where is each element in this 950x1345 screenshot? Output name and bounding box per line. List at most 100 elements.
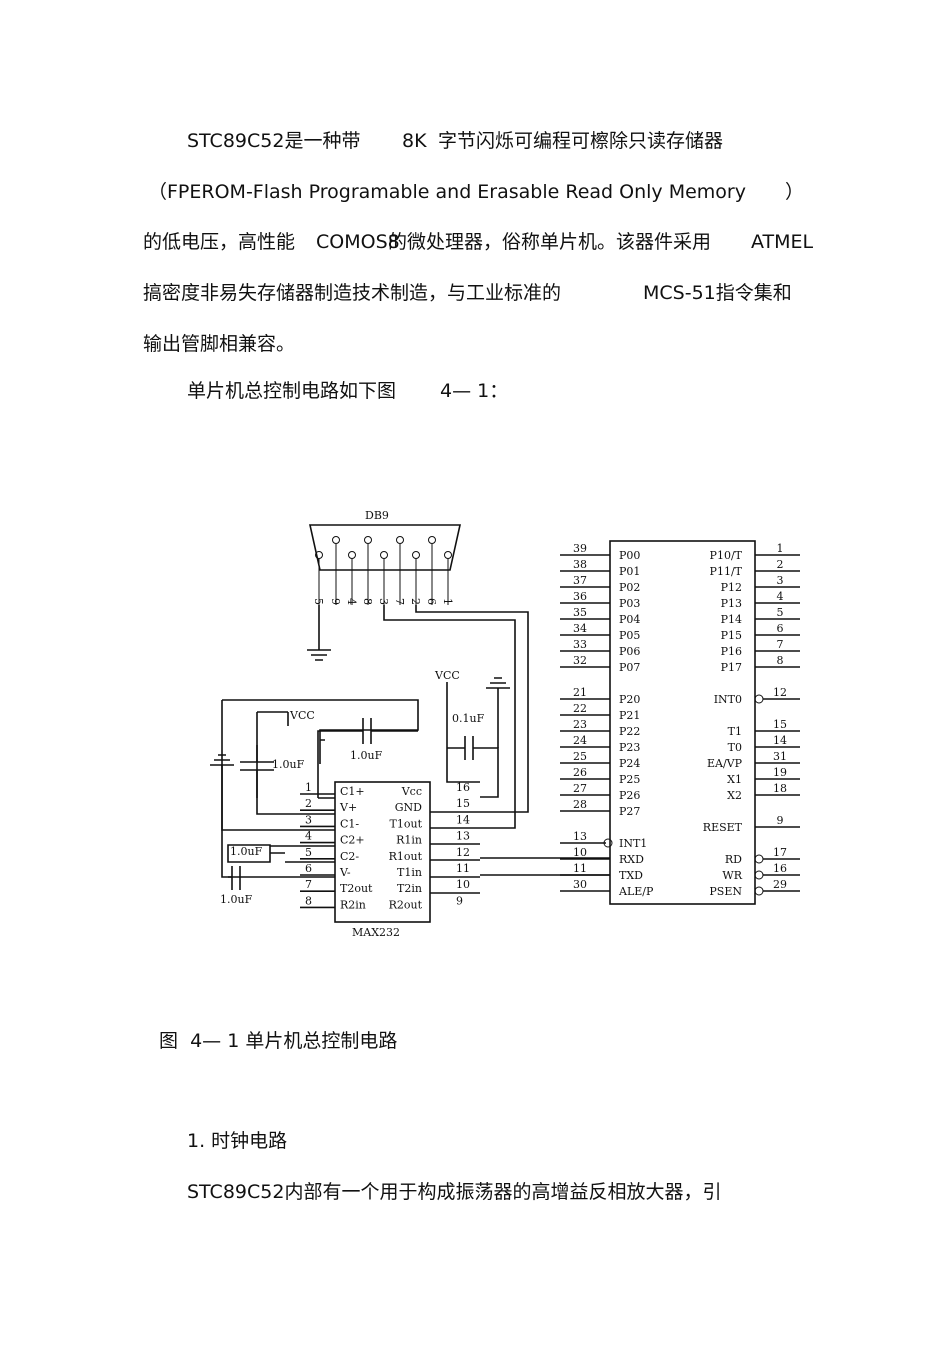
intro-line-4a: 搞密度非易失存储器制造技术制造，与工业标准的 xyxy=(143,282,562,304)
inverting-bubble xyxy=(754,694,764,704)
mcu-port2-pin-number: 25 xyxy=(573,750,587,763)
max232-right-pin-number: 15 xyxy=(456,797,470,810)
intro-line-2b: ） xyxy=(785,181,805,203)
mcu-port3-pin-label: ALE/P xyxy=(618,885,654,898)
max232-left-pin-number: 2 xyxy=(305,797,312,810)
intro-line-3b: COMOS8 xyxy=(316,231,400,253)
intro-line-6a: 单片机总控制电路如下图 xyxy=(187,380,397,402)
mcu-port1-pin-number: 2 xyxy=(777,558,784,571)
mcu-port1-pin-number: 5 xyxy=(777,606,784,619)
mcu-port2-pin-number: 27 xyxy=(573,782,587,795)
mcu-port1-pin-number: 3 xyxy=(777,574,784,587)
max232-right-pin-label: T1in xyxy=(397,866,422,879)
mcu-control-pin-number: 14 xyxy=(773,734,787,747)
mcu-pins: P0039P0138P0237P0336P0435P0534P0633P0732… xyxy=(560,542,800,898)
mcu-port0-pin-label: P06 xyxy=(619,645,640,658)
cap-1uf-c-label: 1.0uF xyxy=(230,845,263,858)
ground-icon xyxy=(307,649,331,661)
db9-pin-number: 2 xyxy=(409,598,422,605)
max232-left-pin-label: V- xyxy=(339,866,351,879)
mcu-port1-pin-number: 7 xyxy=(777,638,784,651)
mcu-port3-pin-number: 11 xyxy=(573,862,587,875)
capacitor-0-1uf xyxy=(447,736,499,798)
mcu-port1-pin-number: 4 xyxy=(777,590,784,603)
max232-left-pin-label: C1- xyxy=(340,817,359,830)
mcu-control-pin-number: 31 xyxy=(773,750,787,763)
mcu-port1-pin-label: P14 xyxy=(721,613,742,626)
max232-right-pin-number: 14 xyxy=(456,813,470,826)
intro-line-6b: 4— 1： xyxy=(440,380,509,402)
mcu-port0-pin-number: 33 xyxy=(573,638,587,651)
mcu-port3-pin-label: RXD xyxy=(619,853,644,866)
db9-pin-number: 1 xyxy=(441,598,454,605)
mcu-port0-pin-label: P07 xyxy=(619,661,640,674)
db9-pin-number: 9 xyxy=(329,598,342,605)
inverting-bubble xyxy=(603,838,613,848)
mcu-port2-pin-label: P22 xyxy=(619,725,640,738)
db9-shell xyxy=(309,524,461,571)
mcu-bus-pin-label: RD xyxy=(725,853,742,866)
mcu-port0-pin-label: P05 xyxy=(619,629,640,642)
mcu-port1-pin-label: P15 xyxy=(721,629,742,642)
mcu-port0-pin-number: 37 xyxy=(573,574,587,587)
mcu-port3-pin-label: INT1 xyxy=(619,837,647,850)
intro-line-4b: MCS-51指令集和 xyxy=(643,282,792,304)
max232-right-pin-label: R1out xyxy=(389,850,423,863)
mcu-port1-pin-number: 8 xyxy=(777,654,784,667)
mcu-port0-pin-number: 39 xyxy=(573,542,587,555)
intro-line-2a: （FPEROM-Flash Programable and Erasable R… xyxy=(148,181,746,203)
mcu-port0-pin-label: P00 xyxy=(619,549,640,562)
mcu-port3-pin-label: TXD xyxy=(619,869,643,882)
capacitor-box xyxy=(227,844,271,863)
ground-icon-2 xyxy=(486,677,510,689)
max232-left-pin-label: T2out xyxy=(340,882,373,895)
vcc-label-1: VCC xyxy=(289,709,315,722)
cap-1uf-b-label: 1.0uF xyxy=(350,749,383,762)
mcu-port2-pin-number: 26 xyxy=(573,766,587,779)
max232-right-pin-label: Vcc xyxy=(401,785,422,798)
intro-line-3a: 的低电压，高性能 xyxy=(143,231,296,253)
mcu-bus-pin-label: PSEN xyxy=(709,885,742,898)
capacitor-1uf-b xyxy=(362,718,372,744)
intro-line-1a: STC89C52是一种带 xyxy=(187,130,361,152)
mcu-port3-pin-number: 30 xyxy=(573,878,587,891)
max232-left-pin-number: 3 xyxy=(305,813,312,826)
mcu-port1-pin-number: 6 xyxy=(777,622,784,635)
mcu-port0-pin-number: 35 xyxy=(573,606,587,619)
max232-right-pin-label: GND xyxy=(395,801,422,814)
max232-left-pin-label: C1+ xyxy=(340,785,365,798)
mcu-bus-pin-number: 29 xyxy=(773,878,787,891)
wire-db9-t1out xyxy=(383,605,516,829)
mcu-port1-pin-label: P13 xyxy=(721,597,742,610)
db9-pin-number: 5 xyxy=(312,598,325,605)
max232-left-pin-number: 7 xyxy=(305,878,312,891)
mcu-int0-pin-number: 12 xyxy=(773,686,787,699)
mcu-port0-pin-number: 36 xyxy=(573,590,587,603)
mcu-chip xyxy=(609,540,756,905)
mcu-control-pin-label: EA/VP xyxy=(707,757,743,770)
mcu-int0-pin-label: INT0 xyxy=(714,693,742,706)
mcu-port0-pin-label: P01 xyxy=(619,565,640,578)
intro-line-5: 输出管脚相兼容。 xyxy=(143,333,296,355)
mcu-port1-pin-label: P11/T xyxy=(710,565,743,578)
mcu-port0-pin-label: P02 xyxy=(619,581,640,594)
max232-left-pin-number: 4 xyxy=(305,830,312,843)
mcu-port2-pin-number: 23 xyxy=(573,718,587,731)
section-heading: 1. 时钟电路 xyxy=(187,1130,288,1152)
section-body: STC89C52内部有一个用于构成振荡器的高增益反相放大器，引 xyxy=(187,1181,722,1203)
intro-line-1b: 8K xyxy=(402,130,427,152)
db9-pin-number: 3 xyxy=(377,598,390,605)
mcu-port1-pin-label: P10/T xyxy=(710,549,743,562)
db9-pin-number: 8 xyxy=(361,598,374,605)
intro-line-1c: 字节闪烁可编程可檫除只读存储器 xyxy=(438,130,724,152)
max232-right-pin-number: 13 xyxy=(456,830,470,843)
intro-line-3d: ATMEL xyxy=(751,231,814,253)
cap-0-1uf-label: 0.1uF xyxy=(452,712,485,725)
mcu-port0-pin-number: 32 xyxy=(573,654,587,667)
mcu-port0-pin-number: 34 xyxy=(573,622,587,635)
db9-pin-number: 7 xyxy=(393,598,406,605)
mcu-control-pin-number: 18 xyxy=(773,782,787,795)
wire-db9-r1in xyxy=(415,605,529,813)
cap-1uf-a-label: 1.0uF xyxy=(272,758,305,771)
